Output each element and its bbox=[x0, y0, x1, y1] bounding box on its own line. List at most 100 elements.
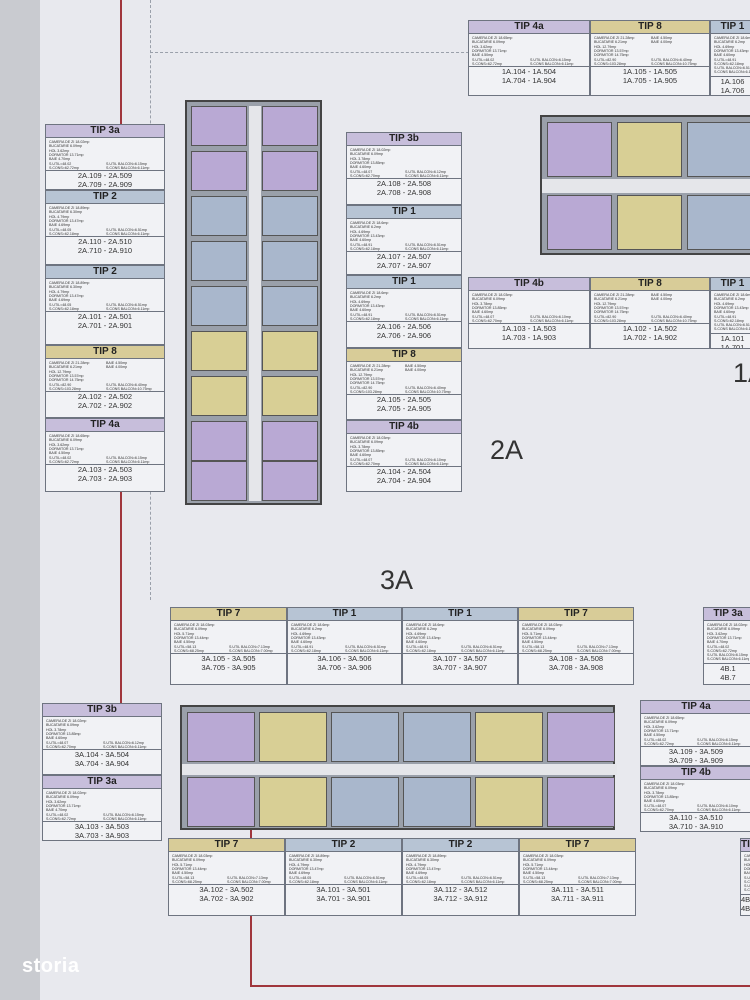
area-line: CAMERA DE ZI 21.28mp bbox=[594, 293, 635, 297]
apartment-code: 3A.708 - 3A.908 bbox=[548, 663, 604, 672]
area-line: S.UTIL=48.91 bbox=[350, 242, 373, 247]
area-line: S.CONS BALCON=6.11mp bbox=[697, 741, 741, 746]
area-line: S.CONS BALCON=6.11mp bbox=[344, 879, 388, 884]
apartment-plan bbox=[187, 777, 255, 827]
apartment-code: 2A.705 - 2A.905 bbox=[376, 404, 432, 413]
unit-type-title: TIP 8 bbox=[591, 278, 709, 291]
area-line: DORMITOR 13.85mp bbox=[472, 305, 507, 310]
area-line: S.CONS=68.25mp bbox=[174, 648, 204, 653]
area-line: BUCATARIE 6.21mp bbox=[350, 368, 384, 373]
area-line: S.UTIL BALCON=7.13mp bbox=[578, 875, 619, 880]
apartment-code: 1A.106 bbox=[720, 76, 745, 86]
area-line: S.UTIL=58.13 bbox=[523, 875, 546, 880]
apartment-plan bbox=[191, 151, 247, 191]
area-line: DORMITOR 13.85mp bbox=[744, 866, 750, 871]
unit-type-title: TIP 4a bbox=[469, 21, 589, 34]
area-line: BUCATARIE 6.09mp bbox=[49, 438, 83, 443]
area-line: S.UTIL=48.02 bbox=[46, 812, 69, 817]
area-line: BUCATARIE 6.09mp bbox=[350, 152, 384, 157]
area-line: S.CONS BALCON=6.11mp bbox=[530, 318, 574, 323]
apartment-plan bbox=[262, 241, 318, 281]
area-line: S.CONS BALCON=6.11mp bbox=[714, 327, 750, 332]
area-line: BAIE 4.50mp bbox=[522, 640, 544, 645]
area-line: S.UTIL=82.90 bbox=[350, 385, 373, 390]
area-line: CAMERA DE ZI 21.28mp bbox=[49, 361, 90, 365]
building-2a-plan bbox=[185, 100, 322, 505]
area-line: BUCATARIE 6.30mp bbox=[49, 210, 83, 215]
area-line: S.UTIL=48.05 bbox=[49, 302, 72, 307]
apartment-plan bbox=[547, 122, 612, 177]
area-line: S.CONS=62.70mp bbox=[350, 461, 380, 466]
area-line: DORMITOR 13.85mp bbox=[46, 731, 81, 736]
area-line: S.UTIL BALCON=6.51mp bbox=[714, 66, 750, 71]
area-line: BAIE 4.50mp bbox=[651, 36, 673, 40]
area-line: HOL 3.78mp bbox=[350, 444, 371, 449]
unit-type-title: TIP 1 bbox=[347, 206, 461, 219]
area-line: HOL 4.79mp bbox=[406, 862, 427, 867]
area-line: HOL 4.69mp bbox=[714, 44, 735, 49]
area-line: DORMITOR 13.47mp bbox=[49, 218, 84, 223]
building-3a-plan bbox=[180, 705, 617, 830]
unit-type-title: TIP 3a bbox=[46, 125, 164, 138]
apartment-code: 2A.103 - 2A.503 bbox=[77, 465, 133, 474]
area-line: S.UTIL BALCON=6.15mp bbox=[106, 455, 147, 460]
area-line: DORMITOR 14.75mp bbox=[350, 381, 385, 386]
apartment-code: 3A.103 - 3A.503 bbox=[74, 822, 130, 831]
apartment-code: 1A.704 - 1A.904 bbox=[501, 76, 557, 85]
area-line: S.UTIL BALCON=6.12mp bbox=[405, 169, 446, 174]
area-line: S.UTIL=48.02 bbox=[472, 57, 495, 62]
area-line: S.CONS BALCON=6.11mp bbox=[106, 459, 150, 464]
area-line: HOL 3.62mp bbox=[49, 442, 70, 447]
area-line: HOL 5.71mp bbox=[522, 631, 543, 636]
corridor bbox=[182, 764, 617, 775]
area-line: BAIE 4.50mp bbox=[174, 640, 196, 645]
area-line: BUCATARIE 6.21mp bbox=[594, 40, 628, 45]
apartment-code: 2A.710 - 2A.910 bbox=[77, 246, 133, 255]
area-line: BUCATARIE 6.09mp bbox=[46, 795, 80, 800]
area-line: BUCATARIE 6.09mp bbox=[744, 858, 750, 863]
area-line: S.UTIL BALCON=6.51mp bbox=[106, 302, 147, 307]
area-line: S.UTIL BALCON=6.10mp bbox=[744, 884, 750, 889]
area-line: S.CONS=62.70mp bbox=[744, 879, 750, 884]
area-line: BAIE 4.60mp bbox=[291, 640, 313, 645]
apartment-code: 3A.111 - 3A.511 bbox=[551, 885, 604, 894]
area-line: HOL 5.71mp bbox=[174, 631, 195, 636]
area-line: BUCATARIE 6.09mp bbox=[707, 627, 741, 632]
area-line: DORMITOR 13.57mp bbox=[49, 373, 84, 378]
area-line: CAMERA DE ZI 18.03mp bbox=[523, 854, 564, 858]
apartment-plan bbox=[403, 712, 471, 762]
apartment-code: 3A.705 - 3A.905 bbox=[201, 663, 256, 672]
area-line: DORMITOR 13.43mp bbox=[350, 233, 385, 238]
apartment-plan bbox=[617, 122, 682, 177]
area-line: S.UTIL BALCON=6.51mp bbox=[106, 227, 147, 232]
area-line: S.CONS=62.70mp bbox=[46, 744, 76, 749]
area-line: DORMITOR 13.43mp bbox=[714, 48, 749, 53]
area-line: S.CONS=68.25mp bbox=[522, 648, 552, 653]
area-line: BAIE 4.50mp bbox=[644, 733, 666, 738]
area-line: S.UTIL BALCON=6.51mp bbox=[461, 644, 502, 649]
area-line: BUCATARIE 6.21mp bbox=[49, 365, 83, 370]
apartment-code: 2A.108 - 2A.508 bbox=[376, 179, 432, 188]
area-line: S.CONS=62.18mp bbox=[714, 61, 744, 66]
apartment-plan bbox=[262, 421, 318, 461]
building-label-1a: 1A bbox=[733, 358, 750, 388]
